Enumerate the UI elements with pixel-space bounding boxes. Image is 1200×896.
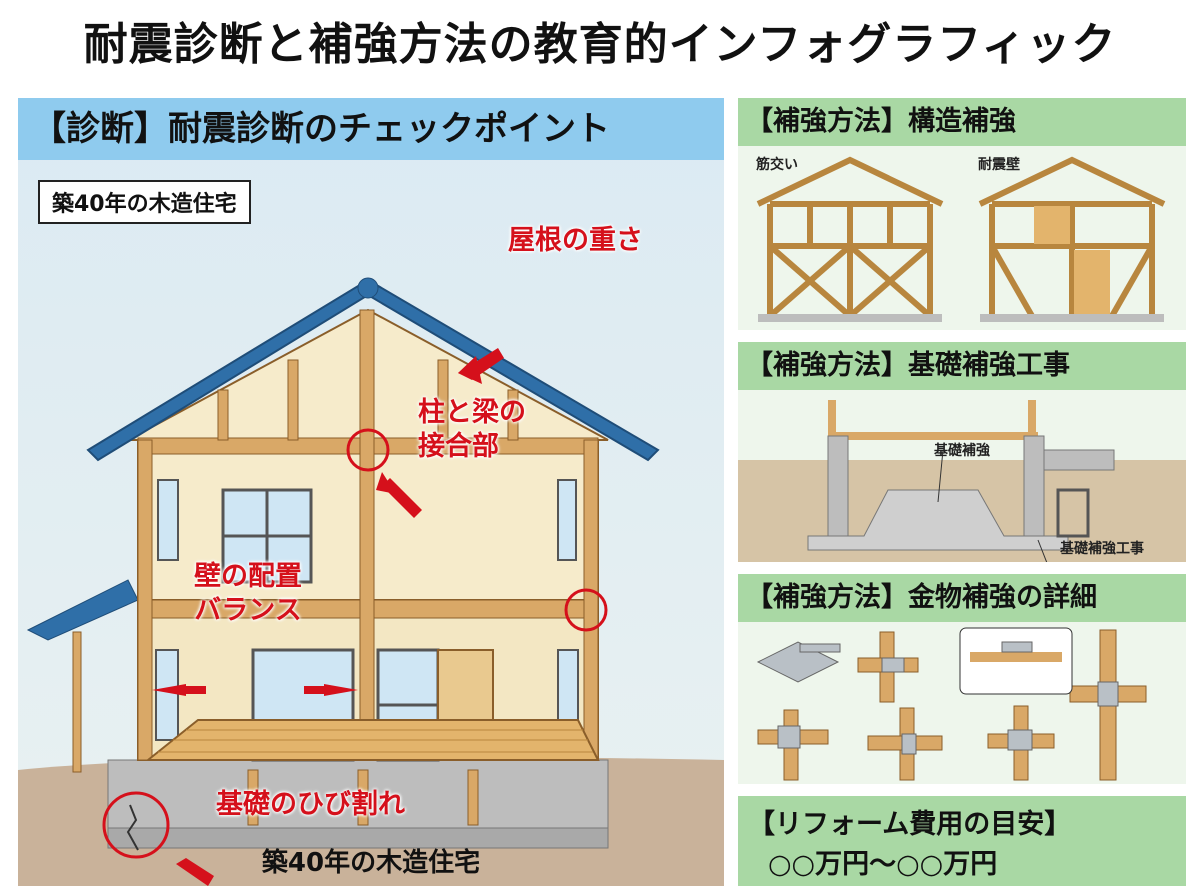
callout-wall-balance: 壁の配置 バランス [194, 560, 302, 628]
diagnosis-panel: 【診断】耐震診断のチェックポイント [18, 98, 724, 886]
foundation-work-label: 基礎補強工事 [1060, 541, 1144, 557]
callout-joint-line1: 柱と梁の [418, 397, 526, 428]
callout-joint-line2: 接合部 [418, 431, 499, 462]
house-age-tag: 築40年の木造住宅 [38, 180, 251, 224]
callout-foundation-crack: 基礎のひび割れ [216, 789, 405, 820]
foundation-diagram [738, 400, 1186, 562]
callout-wall-line1: 壁の配置 [194, 561, 302, 592]
foundation-heading: 【補強方法】基礎補強工事 [738, 342, 1186, 390]
structural-panel: 【補強方法】構造補強 筋交い 耐震壁 [738, 98, 1186, 330]
cost-value: ○○万円～○○万円 [768, 849, 998, 880]
frame-diagrams [756, 156, 1166, 322]
diagnosis-heading: 【診断】耐震診断のチェックポイント [18, 98, 724, 160]
hardware-panel: 【補強方法】金物補強の詳細 [738, 574, 1186, 784]
cost-panel: 【リフォーム費用の目安】 ○○万円～○○万円 [738, 796, 1186, 886]
cost-heading: 【リフォーム費用の目安】 [748, 809, 1072, 840]
callout-roof-weight: 屋根の重さ [508, 225, 643, 256]
foundation-reinforce-label: 基礎補強 [934, 443, 990, 459]
structural-heading: 【補強方法】構造補強 [738, 98, 1186, 146]
page-title: 耐震診断と補強方法の教育的インフォグラフィック [83, 19, 1117, 70]
house-caption: 築40年の木造住宅 [261, 848, 481, 878]
callout-wall-line2: バランス [194, 595, 302, 626]
shear-wall-label: 耐震壁 [978, 157, 1020, 173]
foundation-panel: 【補強方法】基礎補強工事 基礎補強 基礎補強工事 [738, 342, 1186, 562]
hardware-diagrams [756, 627, 1147, 781]
callout-joint: 柱と梁の 接合部 [418, 396, 526, 464]
brace-label: 筋交い [756, 157, 798, 173]
hardware-heading: 【補強方法】金物補強の詳細 [738, 574, 1186, 622]
house-illustration [18, 277, 724, 886]
